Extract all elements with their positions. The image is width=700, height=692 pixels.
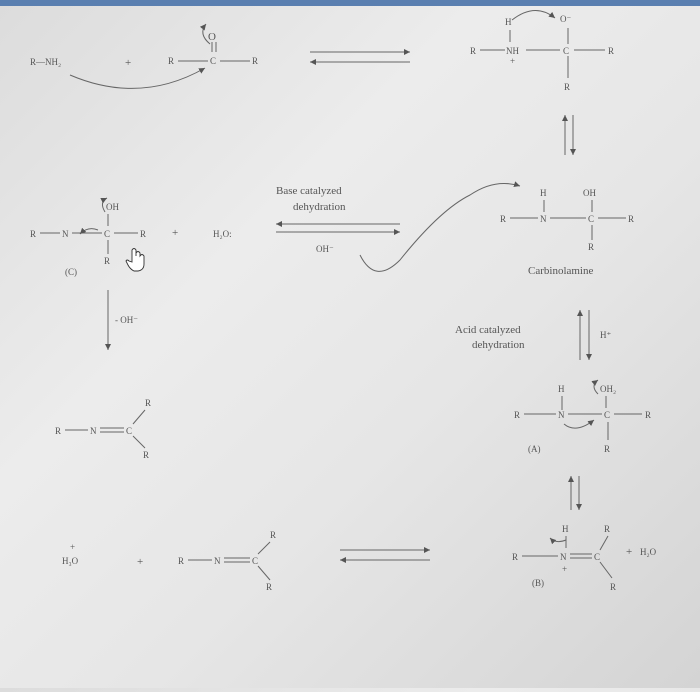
structure-a: H OH₂ R N C R R (A) bbox=[514, 379, 651, 454]
adduct-r-bottom: R bbox=[564, 82, 570, 92]
structure-b: H R R N + C R (B) bbox=[512, 524, 616, 592]
equilibrium-arrows-1 bbox=[310, 49, 410, 65]
imine-c: C bbox=[126, 426, 132, 436]
equilibrium-arrows-vertical-2 bbox=[568, 476, 582, 510]
final-water: H₂O bbox=[640, 547, 657, 557]
carbonyl-r-right: R bbox=[252, 56, 258, 66]
acid-label-line2: dehydration bbox=[472, 339, 525, 351]
structure-c: OH R N C R R (C) bbox=[30, 197, 146, 277]
hydronium: + H₃O bbox=[62, 542, 79, 566]
carb-r-bottom: R bbox=[588, 242, 594, 252]
b-r-bottom: R bbox=[610, 582, 616, 592]
adduct-r-right: R bbox=[608, 46, 614, 56]
h-plus: H⁺ bbox=[600, 330, 611, 340]
c-oh: OH bbox=[106, 202, 119, 212]
nitrogen-charge: + bbox=[510, 56, 515, 66]
imine-r: R bbox=[55, 426, 61, 436]
wavy-arrow bbox=[359, 181, 521, 272]
b-h: H bbox=[562, 524, 569, 534]
hand-cursor-icon bbox=[125, 248, 145, 272]
carb-c: C bbox=[588, 214, 594, 224]
amine: R—NH₂ bbox=[30, 57, 61, 67]
final-imine-r-top: R bbox=[270, 530, 276, 540]
imine-product: R R N C R bbox=[178, 530, 276, 592]
top-edge-bar bbox=[0, 0, 700, 6]
proton-transfer-arrow bbox=[511, 10, 556, 21]
carbonyl-o: O bbox=[208, 31, 216, 43]
a-n: N bbox=[558, 410, 565, 420]
label-a: (A) bbox=[528, 444, 541, 454]
reaction1-reactants: R—NH₂ + R C R O bbox=[30, 23, 258, 89]
nucleophile-arrow bbox=[69, 67, 206, 89]
loss-of-hydroxide: - OH⁻ bbox=[105, 290, 138, 350]
carb-oh: OH bbox=[583, 188, 596, 198]
adduct-c: C bbox=[563, 46, 569, 56]
equilibrium-arrows-vertical-1 bbox=[562, 115, 576, 155]
h3o: H₃O bbox=[62, 556, 79, 566]
carb-r-left: R bbox=[500, 214, 506, 224]
equilibrium-arrows-2 bbox=[340, 547, 430, 563]
final-imine-r: R bbox=[178, 556, 184, 566]
carb-h: H bbox=[540, 188, 547, 198]
adduct-h: H bbox=[505, 17, 512, 27]
carb-n: N bbox=[540, 214, 547, 224]
final-imine-r-bottom: R bbox=[266, 582, 272, 592]
base-label-line2: dehydration bbox=[293, 201, 346, 213]
adduct-o: O⁻ bbox=[560, 14, 571, 24]
label-b: (B) bbox=[532, 578, 544, 588]
electron-arrow bbox=[199, 23, 211, 45]
carb-r-right: R bbox=[628, 214, 634, 224]
label-c: (C) bbox=[65, 267, 77, 277]
b-r-left: R bbox=[512, 552, 518, 562]
acid-label-line1: Acid catalyzed bbox=[455, 324, 521, 336]
plus-sign-2: + bbox=[172, 227, 178, 239]
b-n: N bbox=[560, 552, 567, 562]
h3o-charge: + bbox=[70, 542, 75, 552]
carbinolamine-label: Carbinolamine bbox=[528, 265, 593, 277]
carbonyl-c: C bbox=[210, 56, 216, 66]
a-r-bottom: R bbox=[604, 444, 610, 454]
base-catalyzed-arrows: Base catalyzed dehydration OH⁻ bbox=[276, 181, 521, 272]
c-n: N bbox=[62, 229, 69, 239]
b-charge: + bbox=[562, 564, 567, 574]
b-r-top: R bbox=[604, 524, 610, 534]
water-lone-pair: H₂O: bbox=[213, 229, 232, 239]
c-r-bottom: R bbox=[104, 256, 110, 266]
hydroxide-label: OH⁻ bbox=[316, 244, 334, 254]
final-plus-2: + bbox=[626, 546, 632, 558]
c-c: C bbox=[104, 229, 110, 239]
imine-n: N bbox=[90, 426, 97, 436]
b-c: C bbox=[594, 552, 600, 562]
imine-r-top: R bbox=[145, 398, 151, 408]
plus-sign: + bbox=[125, 57, 131, 69]
c-r-left: R bbox=[30, 229, 36, 239]
final-plus-1: + bbox=[137, 556, 143, 568]
a-c: C bbox=[604, 410, 610, 420]
acid-catalyzed-step: Acid catalyzed dehydration H⁺ bbox=[455, 310, 611, 360]
carbinolamine-structure: H OH R N C R R Carbinolamine bbox=[500, 188, 634, 277]
imine-r-bottom: R bbox=[143, 450, 149, 460]
base-label-line1: Base catalyzed bbox=[276, 185, 342, 197]
carbonyl-r-left: R bbox=[168, 56, 174, 66]
a-oh2: OH₂ bbox=[600, 384, 616, 394]
loss-oh-label: - OH⁻ bbox=[115, 315, 138, 325]
zwitterion-adduct: H O⁻ R NH + C R R bbox=[470, 10, 614, 92]
a-r-left: R bbox=[514, 410, 520, 420]
a-r-right: R bbox=[645, 410, 651, 420]
final-imine-c: C bbox=[252, 556, 258, 566]
c-r-right: R bbox=[140, 229, 146, 239]
imine-left: R R N C R bbox=[55, 398, 151, 460]
adduct-r: R bbox=[470, 46, 476, 56]
final-imine-n: N bbox=[214, 556, 221, 566]
adduct-nh: NH bbox=[506, 46, 519, 56]
a-h: H bbox=[558, 384, 565, 394]
